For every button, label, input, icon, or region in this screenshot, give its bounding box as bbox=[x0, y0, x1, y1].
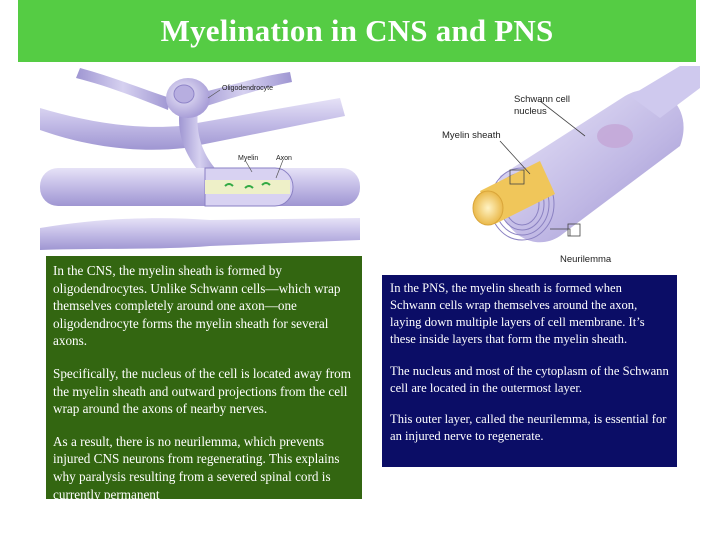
pns-paragraph: In the PNS, the myelin sheath is formed … bbox=[390, 281, 645, 346]
neurilemma-callout-box bbox=[567, 223, 581, 237]
oligodendrocyte-process bbox=[76, 68, 170, 110]
cns-paragraph: Specifically, the nucleus of the cell is… bbox=[53, 365, 351, 417]
upper-axon-extension bbox=[630, 66, 700, 118]
cns-paragraph: As a result, there is no neurilemma, whi… bbox=[53, 433, 340, 502]
schwann-nucleus bbox=[597, 124, 633, 148]
myelin-sheath-pointer bbox=[499, 140, 531, 175]
cns-paragraph: In the CNS, the myelin sheath is formed … bbox=[53, 263, 341, 349]
myelin-label: Myelin bbox=[238, 155, 258, 162]
myelin-marker bbox=[261, 182, 271, 186]
cns-myelination-illustration: Oligodendrocyte Myelin Axon bbox=[40, 68, 360, 250]
neurilemma-pointer bbox=[550, 228, 571, 236]
title-bar: Myelination in CNS and PNS bbox=[18, 0, 696, 62]
oligodendrocyte-process bbox=[179, 108, 220, 178]
cns-text-box: In the CNS, the myelin sheath is formed … bbox=[46, 256, 362, 502]
pns-myelination-illustration: Schwann cell nucleus Myelin sheath Neuri… bbox=[442, 66, 700, 265]
schwann-nucleus-pointer bbox=[539, 100, 586, 137]
pns-text-box: In the PNS, the myelin sheath is formed … bbox=[382, 275, 677, 467]
oligodendrocyte-process bbox=[195, 72, 292, 108]
myelin-marker bbox=[224, 183, 234, 187]
middle-axon bbox=[40, 168, 360, 206]
pns-paragraph: This outer layer, called the neurilemma,… bbox=[390, 412, 667, 444]
oligodendrocyte-pointer bbox=[207, 89, 221, 99]
oligodendrocyte-nucleus bbox=[173, 84, 195, 104]
pns-paragraph: The nucleus and most of the cytoplasm of… bbox=[390, 363, 669, 395]
axon-end bbox=[472, 190, 504, 226]
myelin-pointer bbox=[244, 159, 253, 173]
myelin-marker bbox=[244, 185, 254, 189]
layer-callout-box bbox=[509, 169, 525, 185]
axon-pointer bbox=[275, 159, 284, 179]
neurilemma-label: Neurilemma bbox=[560, 254, 612, 265]
schwann-cell-label-line1: Schwann cell bbox=[514, 94, 570, 105]
schwann-sheath bbox=[498, 89, 684, 243]
myelin-sheath-label: Myelin sheath bbox=[442, 130, 501, 141]
schwann-cell-label-line2: nucleus bbox=[514, 106, 547, 117]
slide-title: Myelination in CNS and PNS bbox=[160, 13, 554, 48]
axon-label: Axon bbox=[276, 155, 292, 162]
lower-axon bbox=[40, 218, 360, 250]
oligodendrocyte-label: Oligodendrocyte bbox=[222, 85, 273, 92]
